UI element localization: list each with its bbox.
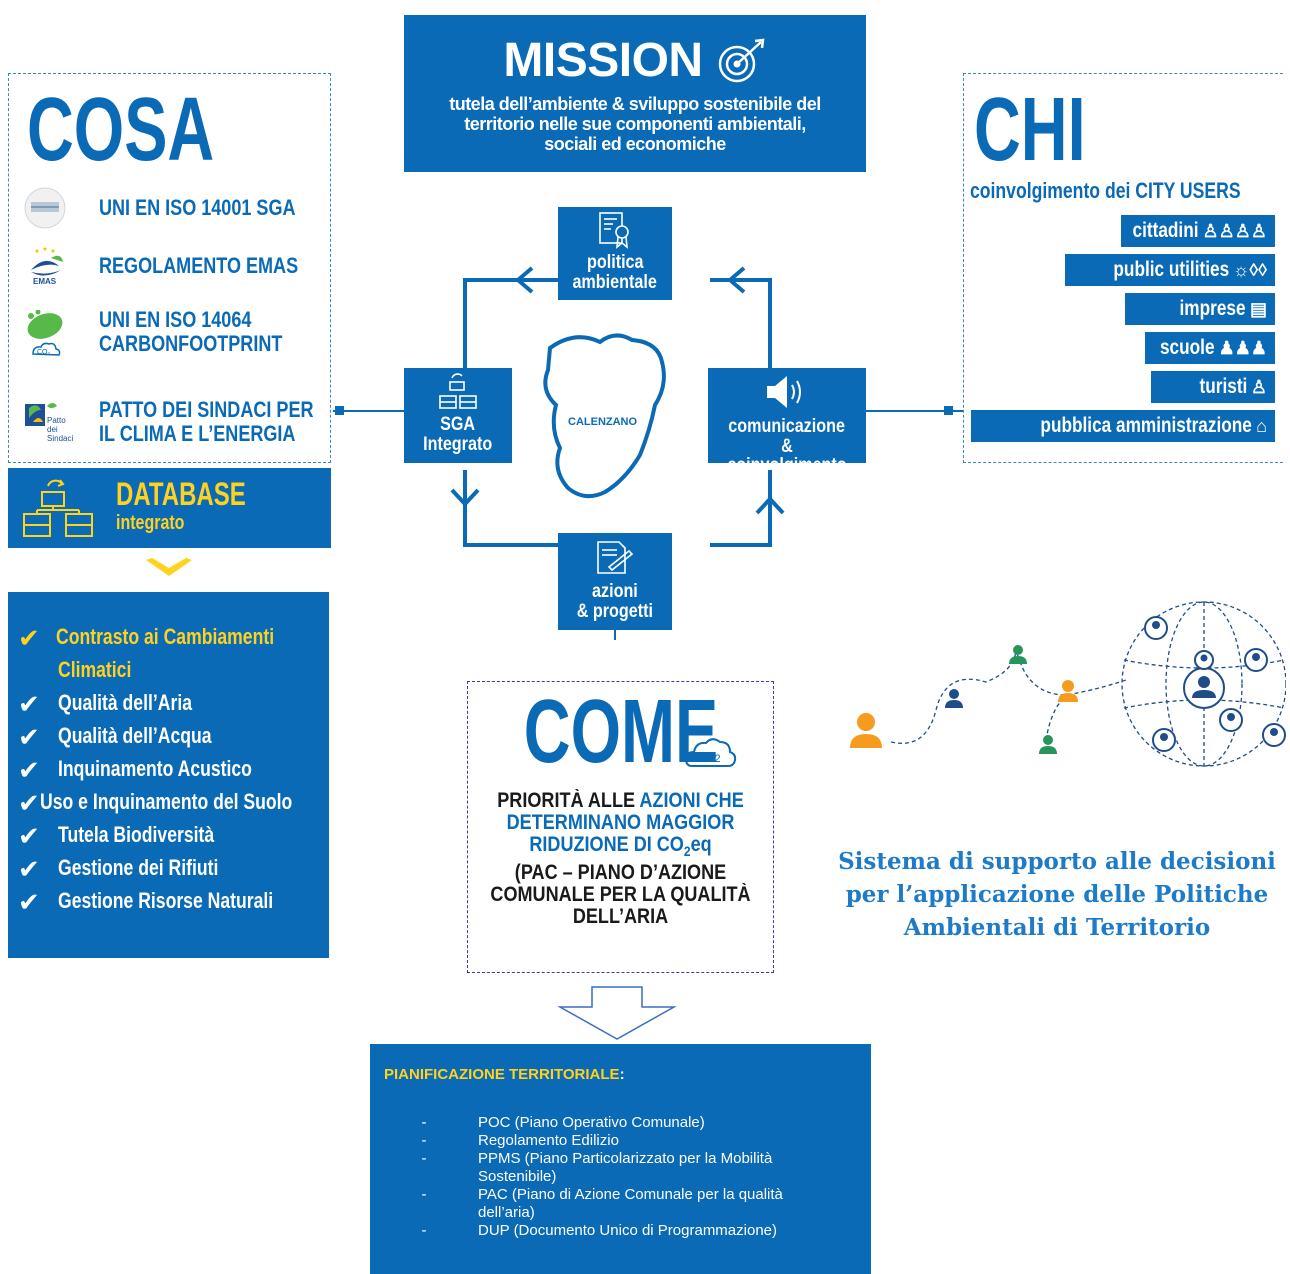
chi-tag-scuole: scuole♟♟♟ xyxy=(1145,332,1275,364)
list-item: -PPMS (Piano Particolarizzato per la Mob… xyxy=(421,1150,773,1167)
come-title: COME xyxy=(523,682,718,782)
list-item: -PAC (Piano di Azione Comunale per la qu… xyxy=(421,1186,783,1203)
comunicazione-box: comunicazione & coinvolgimento xyxy=(708,368,866,475)
mission-title: MISSION xyxy=(503,34,703,87)
check-icon: ✔ xyxy=(18,788,40,818)
objective-item: ✔Inquinamento Acustico xyxy=(18,755,252,785)
check-icon: ✔ xyxy=(18,821,40,851)
objective-item: ✔Contrasto ai Cambiamenti xyxy=(18,623,275,653)
cosa-item-iso14001: UNI EN ISO 14001 SGA xyxy=(23,186,339,230)
list-item: -Regolamento Edilizio xyxy=(421,1132,619,1149)
chevron-down-icon xyxy=(146,558,192,576)
sga-integrato-box: SGA Integrato xyxy=(404,368,512,463)
chi-tag-cittadini: cittadini♙♙♙♙ xyxy=(1121,215,1275,247)
emas-logo-icon: EMAS xyxy=(23,244,71,288)
business-icon: ▤ xyxy=(1249,298,1267,319)
cosa-item-iso14064: CO₂ UNI EN ISO 14064 CARBONFOOTPRINT xyxy=(23,308,323,356)
cycle-connectors xyxy=(450,266,785,640)
objective-item: ✔Qualità dell’Aria xyxy=(18,689,192,719)
objective-item: ✔Tutela Biodiversità xyxy=(18,821,215,851)
chi-tag-public-utilities: public utilities☼◊◊ xyxy=(1065,254,1275,286)
cosa-item-label-line1: UNI EN ISO 14064 xyxy=(99,307,252,332)
cosa-item-label: REGOLAMENTO EMAS xyxy=(99,253,299,278)
tourist-icon: ♙ xyxy=(1250,376,1267,397)
pianificazione-heading: PIANIFICAZIONE TERRITORIALE: xyxy=(384,1066,625,1083)
co2-badge-text: CO2 xyxy=(698,753,721,765)
chi-tag-imprese: imprese▤ xyxy=(1125,293,1275,325)
mission-box: MISSION tutela dell’ambiente & sviluppo … xyxy=(404,15,866,172)
pianificazione-list: -POC (Piano Operativo Comunale) -Regolam… xyxy=(370,1114,871,1240)
dnv-gl-logo-icon xyxy=(23,186,71,230)
sga-database-icon xyxy=(439,373,477,409)
chi-subtitle: coinvolgimento dei CITY USERS xyxy=(970,178,1241,203)
patto-sindaci-logo-icon: Patto dei Sindaci xyxy=(23,400,74,444)
mission-text: tutela dell’ambiente & sviluppo sostenib… xyxy=(449,94,821,154)
objective-item-continuation: Climatici xyxy=(58,657,132,682)
cosa-item-emas: EMAS REGOLAMENTO EMAS xyxy=(23,244,342,288)
database-icon xyxy=(23,479,93,537)
person-icon-orange-small xyxy=(1058,680,1078,702)
person-icon-green xyxy=(1009,645,1027,664)
cosa-item-patto-sindaci: Patto dei Sindaci PATTO DEI SINDACI PER … xyxy=(23,398,361,446)
cosa-item-label-line1: PATTO DEI SINDACI PER xyxy=(99,397,314,422)
check-icon: ✔ xyxy=(18,689,40,719)
database-title: DATABASE xyxy=(116,476,246,512)
patto-logo-text: Patto dei Sindaci xyxy=(47,416,74,443)
azioni-progetti-box: azioni & progetti xyxy=(558,533,672,630)
person-icon-orange xyxy=(850,713,882,748)
come-panel: COME CO2 PRIORITÀ ALLE AZIONI CHE DETERM… xyxy=(467,681,774,973)
cosa-title: COSA xyxy=(27,80,215,180)
network-illustration xyxy=(850,601,1286,767)
people-icon: ♙♙♙♙ xyxy=(1202,220,1267,241)
objective-item: ✔Gestione Risorse Naturali xyxy=(18,887,274,917)
globe-person-icons xyxy=(1144,616,1286,752)
person-icon-green-small xyxy=(1039,735,1057,754)
emas-logo-text: EMAS xyxy=(33,277,57,286)
objectives-list: ✔Contrasto ai Cambiamenti Climatici ✔Qua… xyxy=(8,592,329,958)
database-subtitle: integrato xyxy=(116,512,185,534)
target-icon xyxy=(718,38,765,82)
check-icon: ✔ xyxy=(18,755,40,785)
objective-item: ✔Uso e Inquinamento del Suolo xyxy=(18,788,293,818)
speaker-icon xyxy=(767,376,801,408)
chi-panel: CHI coinvolgimento dei CITY USERS cittad… xyxy=(963,73,1283,463)
chi-connector-node xyxy=(944,406,953,415)
cosa-panel: COSA UNI EN ISO 14001 SGA EMAS REGOLAMEN… xyxy=(8,73,331,463)
utilities-icon: ☼◊◊ xyxy=(1232,259,1267,280)
certificate-icon xyxy=(599,212,629,249)
co2-cloud-icon: CO2 xyxy=(684,738,737,767)
check-icon: ✔ xyxy=(18,887,40,917)
chi-tag-pubblica-amministrazione: pubblica amministrazione⌂ xyxy=(971,410,1275,442)
list-item: -DUP (Documento Unico di Programmazione) xyxy=(421,1222,778,1239)
cosa-item-label-line2: IL CLIMA E L’ENERGIA xyxy=(99,421,296,446)
calenzano-label: CALENZANO xyxy=(568,416,638,428)
pianificazione-box: PIANIFICAZIONE TERRITORIALE: -POC (Piano… xyxy=(370,1044,871,1274)
chi-connector xyxy=(866,410,964,412)
chi-tag-turisti: turisti♙ xyxy=(1151,371,1275,403)
chi-title: CHI xyxy=(974,80,1086,180)
cosa-connector xyxy=(333,410,405,412)
carbon-footprint-logo-icon: CO₂ xyxy=(23,309,71,356)
townhall-icon: ⌂ xyxy=(1256,415,1267,436)
politica-ambientale-box: politica ambientale xyxy=(558,207,672,300)
check-icon: ✔ xyxy=(18,623,40,653)
database-box: DATABASE integrato xyxy=(8,468,331,548)
down-arrow-icon xyxy=(557,986,677,1040)
cosa-item-label-line2: CARBONFOOTPRINT xyxy=(99,331,283,356)
svg-text:CO₂: CO₂ xyxy=(37,349,51,356)
objective-item: ✔Gestione dei Rifiuti xyxy=(18,854,219,884)
person-icon-navy xyxy=(945,689,963,708)
cosa-connector-node xyxy=(335,406,344,415)
school-icon: ♟♟♟ xyxy=(1218,337,1267,358)
blueprint-icon xyxy=(597,541,634,574)
check-icon: ✔ xyxy=(18,722,40,752)
dss-caption: Sistema di supporto alle decisioni per l… xyxy=(838,848,1276,941)
list-item: -POC (Piano Operativo Comunale) xyxy=(421,1114,705,1131)
cosa-item-label: UNI EN ISO 14001 SGA xyxy=(99,195,296,220)
objective-item: ✔Qualità dell’Acqua xyxy=(18,722,212,752)
check-icon: ✔ xyxy=(18,854,40,884)
